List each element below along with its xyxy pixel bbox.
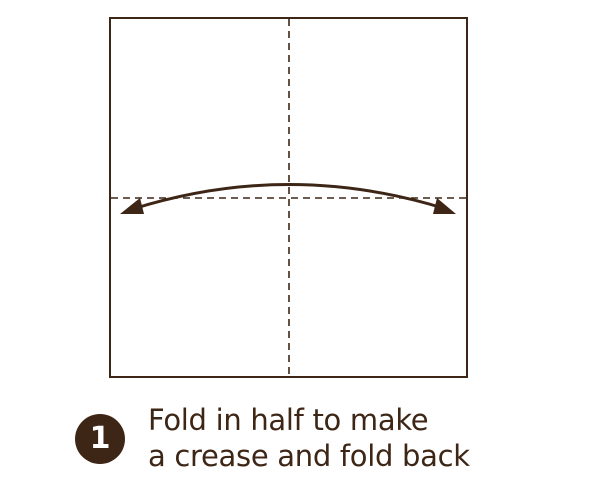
step-instruction-text: Fold in half to make a crease and fold b… <box>148 402 470 474</box>
step-instruction-row: 1 Fold in half to make a crease and fold… <box>75 400 575 476</box>
step-number-badge: 1 <box>75 414 125 464</box>
arrowhead-left-icon <box>120 198 144 214</box>
fold-arrow-curve <box>131 183 448 211</box>
instruction-line-2: a crease and fold back <box>148 439 470 473</box>
arrowhead-right-icon <box>433 198 456 214</box>
fold-diagram <box>109 17 468 378</box>
instruction-line-1: Fold in half to make <box>148 403 429 437</box>
